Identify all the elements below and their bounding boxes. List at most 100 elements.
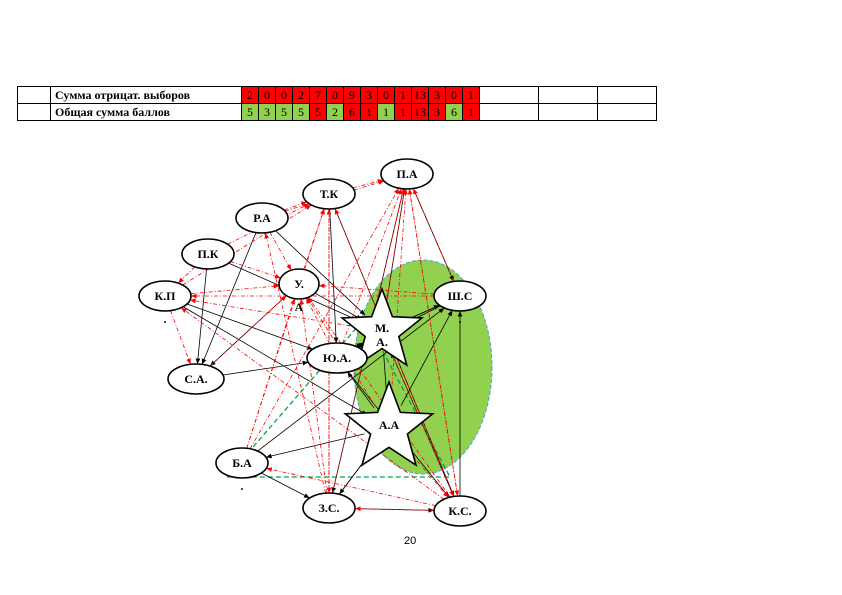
positive-choice-arrow [265, 433, 365, 459]
node-tk: Т.К [302, 178, 356, 210]
node-label: Т.К [320, 187, 339, 201]
table-cell-value: 0 [377, 86, 395, 104]
row-label: Сумма отрицат. выборов [50, 86, 242, 104]
negative-choice-arrow [269, 232, 292, 271]
negative-choice-arrow [266, 467, 436, 507]
node-sa: С.А. [167, 363, 225, 395]
node-pa: П.А [380, 158, 434, 190]
node-label: К.П [154, 289, 176, 303]
ellipse-node-shape [181, 238, 235, 270]
table-cell-value: 1 [394, 103, 412, 121]
positive-choice-arrow [201, 232, 257, 365]
negative-choice-arrow [180, 307, 445, 500]
negative-choice-arrow [408, 188, 460, 497]
node-kp: К.П. [138, 280, 192, 326]
table-cell-value: 5 [275, 103, 293, 121]
positive-choice-arrow [329, 208, 339, 344]
node-u: У. А [278, 268, 320, 314]
node-ks: К.С. [433, 495, 487, 527]
negative-choice-arrow [318, 283, 435, 295]
negative-choice-arrow [305, 297, 330, 344]
node-aa: А.А [343, 379, 435, 468]
group-triangle [225, 316, 452, 478]
ellipse-node-shape [215, 447, 269, 479]
table-cell-value: 1 [394, 86, 412, 104]
ellipse-node-shape [302, 178, 356, 210]
node-sublabel: . [459, 312, 462, 326]
node-m: М.А. [339, 286, 425, 367]
negative-choice-arrow [246, 298, 295, 449]
table-cell-value: 0 [326, 86, 344, 104]
negative-choice-arrow [182, 204, 312, 286]
node-sublabel: . [164, 312, 167, 326]
negative-choice-arrow [190, 283, 280, 295]
page-number: 20 [404, 535, 417, 547]
node-zs: З.С. [302, 492, 356, 524]
node-label: У. [294, 277, 304, 291]
negative-choice-arrow [303, 208, 325, 270]
node-yu: Ю.А. [306, 342, 368, 374]
ellipse-node-shape [235, 202, 289, 234]
table-cell-value: 5 [309, 103, 327, 121]
table-cell-value: 9 [343, 86, 361, 104]
row-label: Общая сумма баллов [50, 103, 242, 121]
negative-choice-arrow [385, 188, 407, 309]
node-label: А.А [379, 418, 400, 432]
star-node-shape [343, 379, 435, 468]
ellipse-node-shape [433, 280, 487, 312]
node-ba: Б.А. [215, 447, 269, 493]
negative-choice-arrow [170, 310, 191, 365]
node-sublabel: А. [376, 335, 388, 349]
node-sh: Ш.С. [433, 280, 487, 326]
positive-choice-arrow [400, 310, 453, 406]
ellipse-node-shape [167, 363, 225, 395]
positive-choice-arrow [275, 230, 366, 316]
ellipse-node-shape [138, 280, 192, 312]
node-sublabel: . [241, 479, 244, 493]
positive-choice-arrow [347, 371, 375, 408]
positive-choice-arrow [314, 292, 363, 320]
star-node-shape [339, 286, 425, 367]
node-label: П.К [197, 247, 218, 261]
table-cell-value: 2 [292, 86, 310, 104]
positive-choice-arrow [195, 268, 207, 365]
negative-choice-arrow [354, 506, 435, 512]
table-cell-value: 1 [462, 103, 480, 121]
node-label: Б.А [232, 456, 252, 470]
node-label: З.С. [319, 501, 340, 515]
negative-choice-arrow [209, 295, 287, 367]
table-cell-value: 1 [462, 86, 480, 104]
node-pk: П.К [181, 238, 235, 270]
table-cell-value: 6 [343, 103, 361, 121]
ellipse-node-shape [433, 495, 487, 527]
negative-choice-arrow [264, 232, 326, 494]
ellipse-node-shape [380, 158, 434, 190]
negative-choice-arrow [299, 298, 328, 494]
node-label: Ш.С [448, 289, 473, 303]
negative-choice-arrow [390, 352, 455, 497]
negative-choice-arrow [249, 188, 400, 449]
negative-choice-arrow [412, 188, 455, 282]
table-cell-value: 5 [292, 103, 310, 121]
negative-choice-arrow [246, 208, 325, 449]
node-sublabel: А [295, 300, 304, 314]
positive-choice-arrow [257, 307, 445, 452]
node-label: П.А [397, 167, 418, 181]
table-cell-empty [597, 103, 657, 121]
node-label: С.А. [184, 372, 207, 386]
node-label: М. [375, 321, 389, 335]
positive-choice-arrow [222, 360, 309, 376]
ellipse-node-shape [278, 268, 320, 300]
negative-choice-arrow [308, 297, 451, 498]
node-layer: П.АТ.КР.АП.КУ.АК.П.Ш.С.М.А.Ю.А.С.А.А.АБ.… [138, 158, 487, 527]
table-cell-value: 3 [428, 103, 446, 121]
ellipse-node-shape [306, 342, 368, 374]
negative-choice-arrow [283, 201, 308, 211]
table-cell-value: 6 [445, 103, 463, 121]
negative-choice-arrow [189, 298, 360, 328]
